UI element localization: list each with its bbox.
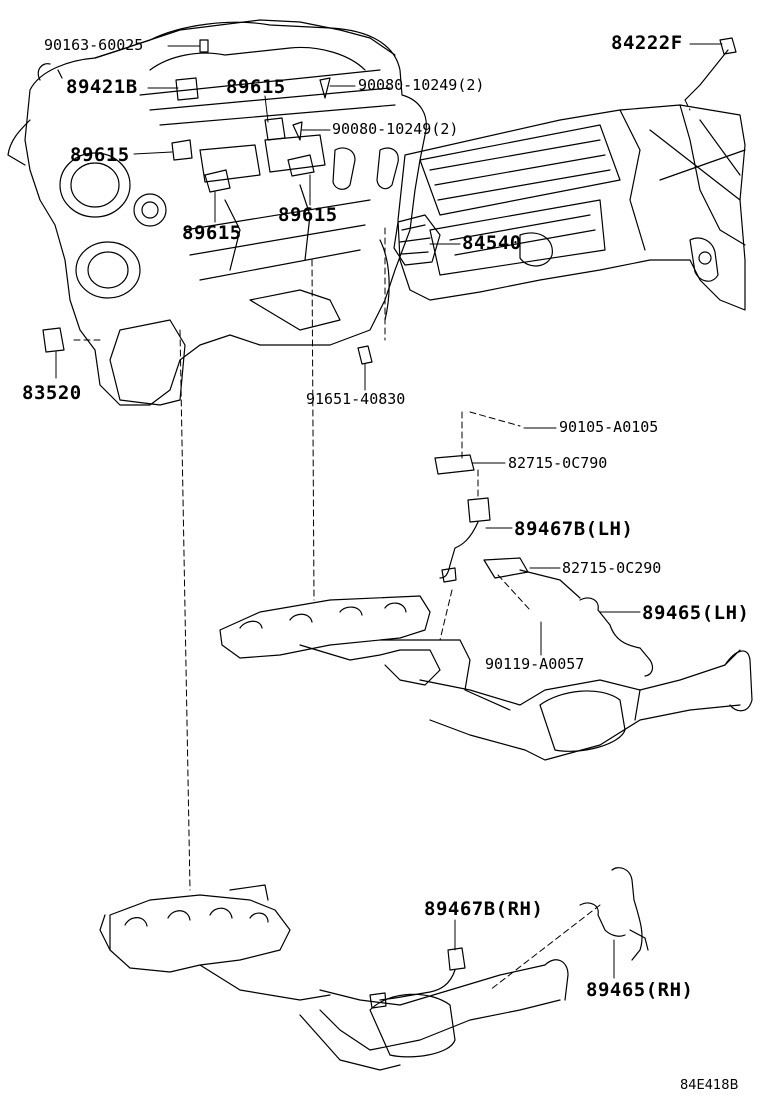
exhaust-manifold-lh bbox=[219, 595, 511, 711]
oxygen-sensor-lh bbox=[434, 454, 654, 677]
label-90080-10249-a: 90080-10249(2) bbox=[358, 76, 485, 94]
label-89615-mid: 89615 bbox=[278, 204, 338, 226]
label-89467b-lh: 89467B(LH) bbox=[514, 518, 634, 540]
leader-lines bbox=[55, 43, 723, 979]
transmission-assembly bbox=[397, 49, 746, 311]
label-89467b-rh: 89467B(RH) bbox=[424, 898, 544, 920]
label-90119-a0057: 90119-A0057 bbox=[485, 655, 585, 673]
engine-sensors bbox=[42, 37, 737, 365]
label-89421b: 89421B bbox=[66, 76, 138, 98]
label-82715-0c290: 82715-0C290 bbox=[562, 559, 662, 577]
label-89615-low: 89615 bbox=[182, 222, 242, 244]
exhaust-manifold-rh bbox=[99, 884, 331, 1001]
catalytic-converter-lh bbox=[419, 649, 753, 761]
label-89465-rh: 89465(RH) bbox=[586, 979, 694, 1001]
label-90080-10249-b: 90080-10249(2) bbox=[332, 120, 459, 138]
label-83520: 83520 bbox=[22, 382, 82, 404]
oxygen-sensor-rh bbox=[369, 867, 649, 1009]
label-84540: 84540 bbox=[462, 232, 522, 254]
label-89615-top: 89615 bbox=[226, 76, 286, 98]
engine-assembly bbox=[7, 19, 427, 406]
label-90163-60025: 90163-60025 bbox=[44, 36, 144, 54]
label-84222f: 84222F bbox=[611, 32, 683, 54]
label-91651-40830: 91651-40830 bbox=[306, 390, 406, 408]
speed-sensor-84540 bbox=[393, 214, 441, 266]
diagram-reference-code: 84E418B bbox=[680, 1078, 739, 1093]
dashed-connectors bbox=[69, 99, 691, 991]
catalytic-converter-rh bbox=[299, 959, 569, 1071]
label-90105-a0105: 90105-A0105 bbox=[559, 418, 659, 436]
label-89615-left: 89615 bbox=[70, 144, 130, 166]
label-82715-0c790: 82715-0C790 bbox=[508, 454, 608, 472]
label-89465-lh: 89465(LH) bbox=[642, 602, 750, 624]
